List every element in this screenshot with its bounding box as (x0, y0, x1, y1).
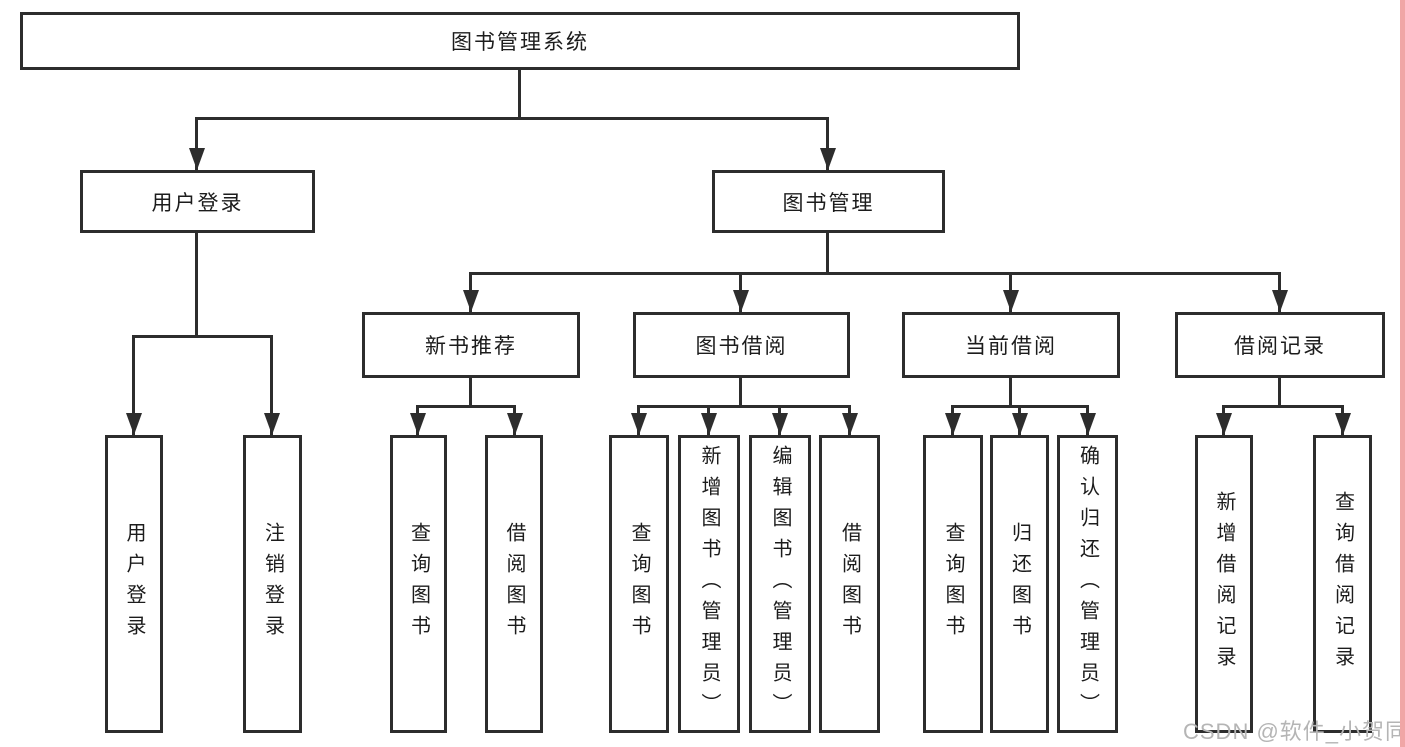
node-label: 归还图书 (1008, 522, 1031, 646)
right-edge-strip (1400, 0, 1405, 747)
csdn-watermark: CSDN @软件_小贺同学 (1183, 719, 1405, 744)
node-label: 新书推荐 (425, 335, 517, 358)
node-label: 新增图书（管理员） (698, 444, 720, 724)
node-label: 借阅图书 (503, 522, 525, 646)
connector-line (132, 335, 135, 435)
arrowhead-down-icon (1003, 290, 1019, 312)
node-label: 用户登录 (151, 191, 244, 215)
connector-line (826, 233, 829, 274)
node-leaf-confirm-return-admin: 确认归还（管理员） (1057, 435, 1118, 733)
arrowhead-down-icon (1216, 413, 1232, 435)
arrowhead-down-icon (264, 413, 280, 435)
arrowhead-down-icon (1080, 413, 1096, 435)
node-label: 查询图书 (942, 522, 964, 646)
arrowhead-down-icon (189, 148, 205, 170)
node-borrow-record: 借阅记录 (1175, 312, 1385, 378)
node-label: 查询图书 (407, 522, 430, 646)
node-label: 用户登录 (123, 522, 145, 646)
arrowhead-down-icon (463, 290, 479, 312)
node-leaf-borrow-book: 借阅图书 (819, 435, 880, 733)
node-current-borrow: 当前借阅 (902, 312, 1120, 378)
node-label: 确认归还（管理员） (1076, 444, 1099, 724)
connector-line (469, 378, 472, 407)
arrowhead-down-icon (820, 148, 836, 170)
node-label: 借阅记录 (1234, 335, 1326, 358)
connector-line (826, 117, 829, 170)
node-label: 查询借阅记录 (1331, 491, 1354, 677)
connector-line (1009, 378, 1012, 407)
node-label: 当前借阅 (965, 335, 1057, 358)
node-leaf-logout: 注销登录 (243, 435, 302, 733)
arrowhead-down-icon (733, 290, 749, 312)
node-label: 编辑图书（管理员） (769, 444, 791, 724)
connector-line (637, 405, 851, 408)
arrowhead-down-icon (701, 413, 717, 435)
connector-line (195, 233, 198, 335)
node-book-borrow: 图书借阅 (633, 312, 850, 378)
node-leaf-return-book: 归还图书 (990, 435, 1049, 733)
node-label: 图书管理 (782, 191, 875, 215)
arrowhead-down-icon (126, 413, 142, 435)
node-book-management: 图书管理 (712, 170, 945, 233)
connector-line (469, 272, 1281, 275)
connector-line (195, 117, 829, 120)
arrowhead-down-icon (1272, 290, 1288, 312)
connector-line (1278, 378, 1281, 407)
node-leaf-edit-book-admin: 编辑图书（管理员） (749, 435, 811, 733)
connector-line (1222, 405, 1343, 408)
node-new-book-recommend: 新书推荐 (362, 312, 580, 378)
arrowhead-down-icon (410, 413, 426, 435)
arrowhead-down-icon (842, 413, 858, 435)
node-leaf-recommend-borrow-book: 借阅图书 (485, 435, 543, 733)
arrowhead-down-icon (772, 413, 788, 435)
connector-line (132, 335, 273, 338)
node-user-login: 用户登录 (80, 170, 315, 233)
node-leaf-current-query-book: 查询图书 (923, 435, 983, 733)
node-label: 注销登录 (261, 522, 284, 646)
node-label: 图书借阅 (695, 335, 788, 358)
arrowhead-down-icon (1012, 413, 1028, 435)
arrowhead-down-icon (945, 413, 961, 435)
arrowhead-down-icon (507, 413, 523, 435)
connector-line (270, 335, 273, 435)
node-leaf-borrow-query-book: 查询图书 (609, 435, 669, 733)
node-label: 图书管理系统 (451, 31, 589, 54)
node-leaf-query-borrow-record: 查询借阅记录 (1313, 435, 1372, 733)
node-leaf-add-book-admin: 新增图书（管理员） (678, 435, 740, 733)
connector-line (739, 378, 742, 407)
node-label: 新增借阅记录 (1213, 491, 1235, 677)
node-label: 查询图书 (628, 522, 650, 646)
arrowhead-down-icon (1335, 413, 1351, 435)
connector-line (195, 117, 198, 170)
node-leaf-recommend-query-book: 查询图书 (390, 435, 447, 733)
node-leaf-user-login: 用户登录 (105, 435, 163, 733)
node-root-library-system: 图书管理系统 (20, 12, 1020, 70)
arrowhead-down-icon (631, 413, 647, 435)
connector-line (518, 70, 521, 117)
node-label: 借阅图书 (838, 522, 861, 646)
connector-line (416, 405, 516, 408)
node-leaf-add-borrow-record: 新增借阅记录 (1195, 435, 1253, 733)
